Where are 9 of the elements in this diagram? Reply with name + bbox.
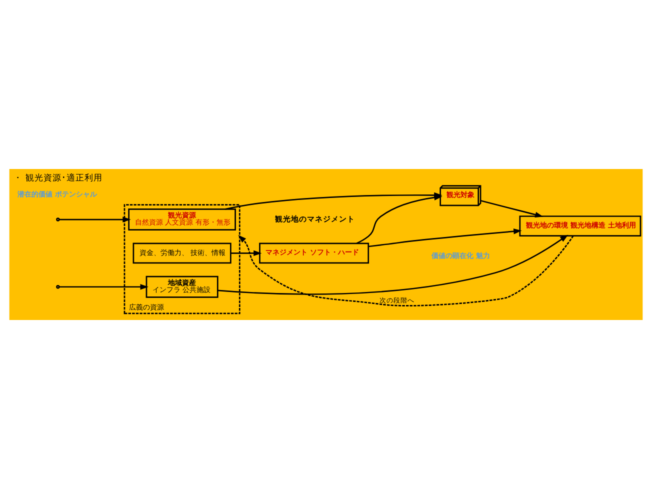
- arrow: [59, 284, 148, 290]
- arrow: [230, 250, 262, 256]
- arrow: [368, 228, 522, 247]
- arrow: [218, 234, 568, 294]
- arrow: [480, 199, 544, 217]
- arrow: [238, 234, 574, 306]
- arrow: [356, 194, 442, 244]
- diagram-title: ・ 観光資源･適正利用: [14, 172, 102, 183]
- arrow: [59, 216, 131, 222]
